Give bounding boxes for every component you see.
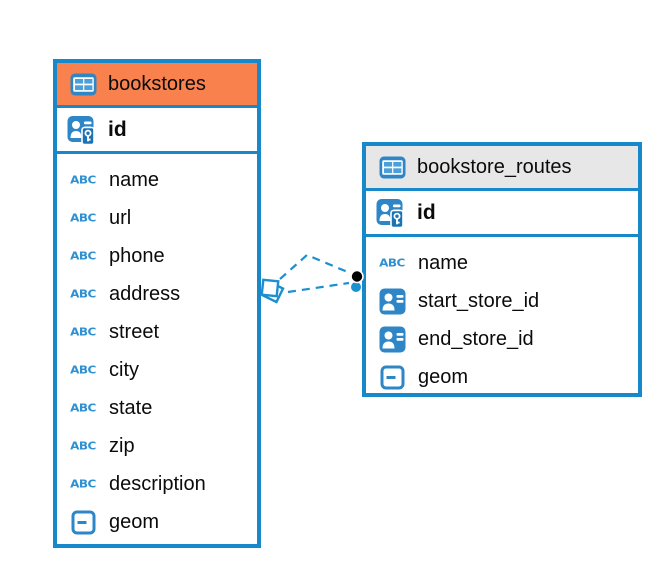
table-bookstore-routes[interactable]: bookstore_routes id ABC xyxy=(362,142,642,397)
person-icon xyxy=(377,326,407,353)
relationship-source-marker[interactable] xyxy=(260,278,285,304)
table-title: bookstore_routes xyxy=(417,155,572,178)
column-row[interactable]: end_store_id xyxy=(366,320,638,358)
column-row[interactable]: ABC phone xyxy=(57,237,257,275)
pk-row[interactable]: id xyxy=(366,191,638,237)
relationship-line[interactable] xyxy=(287,281,350,294)
geometry-icon xyxy=(68,510,98,535)
column-name: address xyxy=(109,282,181,305)
table-bookstores-columns: ABC name ABC url ABC phone ABC address A… xyxy=(57,154,257,541)
table-bookstores[interactable]: bookstores id ABC xyxy=(53,59,261,548)
table-icon xyxy=(68,73,98,96)
column-name: description xyxy=(109,472,206,495)
abc-text-icon: ABC xyxy=(70,249,96,263)
relationship-line[interactable] xyxy=(279,253,351,280)
column-row[interactable]: start_store_id xyxy=(366,282,638,320)
column-row[interactable]: ABC name xyxy=(366,244,638,282)
abc-text-icon: ABC xyxy=(70,211,96,225)
column-name: zip xyxy=(109,434,135,457)
pk-row[interactable]: id xyxy=(57,108,257,154)
column-name: phone xyxy=(109,244,165,267)
geometry-icon xyxy=(377,365,407,390)
pk-name: id xyxy=(108,117,127,141)
column-row[interactable]: geom xyxy=(366,358,638,396)
pk-name: id xyxy=(417,200,436,224)
column-name: end_store_id xyxy=(418,327,534,350)
table-bookstore-routes-columns: ABC name start_store_id xyxy=(366,237,638,396)
column-row[interactable]: geom xyxy=(57,503,257,541)
person-key-icon xyxy=(376,198,406,228)
column-name: geom xyxy=(109,510,160,533)
table-icon xyxy=(377,156,407,179)
abc-text-icon: ABC xyxy=(70,401,96,415)
column-name: geom xyxy=(418,365,469,388)
column-name: city xyxy=(109,358,139,381)
abc-text-icon: ABC xyxy=(379,256,405,270)
abc-text-icon: ABC xyxy=(70,173,96,187)
column-name: name xyxy=(109,168,160,191)
column-row[interactable]: ABC name xyxy=(57,161,257,199)
column-row[interactable]: ABC url xyxy=(57,199,257,237)
column-row[interactable]: ABC description xyxy=(57,465,257,503)
column-name: state xyxy=(109,396,153,419)
column-row[interactable]: ABC state xyxy=(57,389,257,427)
table-bookstores-header[interactable]: bookstores xyxy=(57,63,257,108)
column-row[interactable]: ABC city xyxy=(57,351,257,389)
person-key-icon xyxy=(67,115,97,145)
abc-text-icon: ABC xyxy=(70,439,96,453)
table-bookstore-routes-header[interactable]: bookstore_routes xyxy=(366,146,638,191)
column-row[interactable]: ABC address xyxy=(57,275,257,313)
column-name: street xyxy=(109,320,160,343)
column-name: url xyxy=(109,206,132,229)
column-row[interactable]: ABC zip xyxy=(57,427,257,465)
person-icon xyxy=(377,288,407,315)
abc-text-icon: ABC xyxy=(70,325,96,339)
column-name: start_store_id xyxy=(418,289,540,312)
abc-text-icon: ABC xyxy=(70,477,96,491)
table-title: bookstores xyxy=(108,72,206,95)
column-row[interactable]: ABC street xyxy=(57,313,257,351)
column-name: name xyxy=(418,251,469,274)
abc-text-icon: ABC xyxy=(70,287,96,301)
abc-text-icon: ABC xyxy=(70,363,96,377)
